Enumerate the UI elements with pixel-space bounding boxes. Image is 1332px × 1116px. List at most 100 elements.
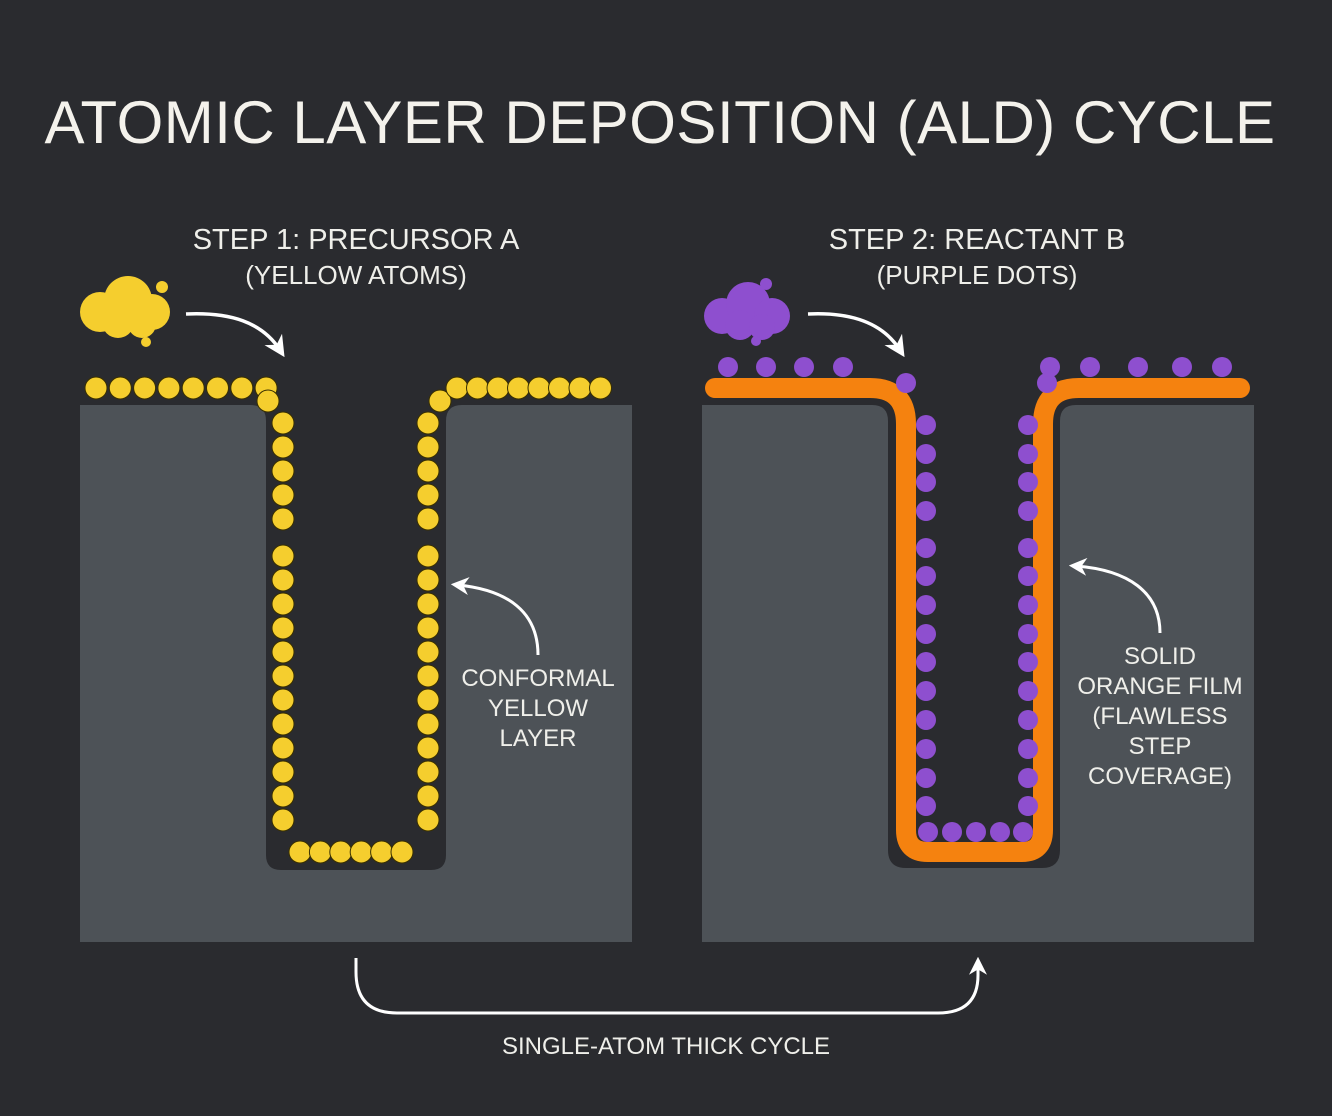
purple-dot <box>1040 357 1060 377</box>
purple-dot <box>918 822 938 842</box>
purple-dot <box>916 415 936 435</box>
yellow-atom <box>271 568 295 592</box>
annotation-conformal-line2: YELLOW <box>488 695 588 722</box>
yellow-atom <box>230 376 254 400</box>
purple-dot <box>1018 538 1038 558</box>
yellow-atom <box>271 592 295 616</box>
purple-dot <box>1080 357 1100 377</box>
yellow-atom <box>271 544 295 568</box>
step2-heading: STEP 2: REACTANT B <box>829 224 1126 256</box>
purple-dot <box>1037 373 1057 393</box>
yellow-atom <box>416 640 440 664</box>
annotation-arrow-right <box>1068 557 1162 634</box>
yellow-atom <box>416 736 440 760</box>
yellow-atom <box>416 616 440 640</box>
purple-dot <box>1212 357 1232 377</box>
purple-dot <box>916 796 936 816</box>
yellow-atom <box>416 568 440 592</box>
purple-dot <box>916 739 936 759</box>
yellow-atom <box>589 376 612 400</box>
purple-dot <box>916 768 936 788</box>
yellow-atom <box>181 376 205 400</box>
purple-dot <box>1018 444 1038 464</box>
step1-panel: STEP 1: PRECURSOR A (YELLOW ATOMS) CONFO… <box>80 224 632 942</box>
step2-subheading: (PURPLE DOTS) <box>877 260 1078 290</box>
purple-dot <box>1018 768 1038 788</box>
purple-dot <box>916 595 936 615</box>
purple-dot <box>1018 681 1038 701</box>
yellow-atom <box>416 411 440 435</box>
purple-dot <box>916 501 936 521</box>
annotation-conformal-line1: CONFORMAL <box>461 665 614 692</box>
yellow-atom <box>428 389 452 413</box>
yellow-atom <box>390 840 414 864</box>
purple-dot <box>1013 822 1033 842</box>
annotation-conformal-line3: LAYER <box>500 725 577 752</box>
yellow-atom <box>271 784 295 808</box>
purple-dot <box>756 357 776 377</box>
yellow-atom-layer <box>84 376 612 864</box>
yellow-atom <box>271 616 295 640</box>
yellow-atom <box>271 736 295 760</box>
yellow-atom <box>271 808 295 832</box>
yellow-atom <box>288 840 312 864</box>
purple-dot <box>1018 472 1038 492</box>
substrate-block-right <box>702 405 1254 942</box>
purple-dot <box>794 357 814 377</box>
purple-dot <box>1018 415 1038 435</box>
yellow-atom <box>416 760 440 784</box>
deposit-arrow-left <box>185 312 285 358</box>
yellow-atom <box>329 840 353 864</box>
annotation-film-line4: STEP <box>1129 733 1192 760</box>
yellow-atom <box>548 376 571 400</box>
purple-dot <box>1018 739 1038 759</box>
orange-film <box>705 378 1250 862</box>
yellow-atom <box>308 840 332 864</box>
purple-cloud-icon <box>704 278 790 346</box>
purple-dot <box>916 472 936 492</box>
yellow-atom <box>416 544 440 568</box>
yellow-atom <box>271 688 295 712</box>
step1-heading: STEP 1: PRECURSOR A <box>193 224 520 256</box>
step1-subheading: (YELLOW ATOMS) <box>245 260 467 290</box>
purple-dot <box>896 373 916 393</box>
purple-dot <box>1018 710 1038 730</box>
purple-dot <box>1172 357 1192 377</box>
purple-dot <box>916 652 936 672</box>
annotation-film-line1: SOLID <box>1124 643 1196 670</box>
purple-dot <box>718 357 738 377</box>
yellow-atom <box>416 808 440 832</box>
yellow-atom <box>416 592 440 616</box>
yellow-atom <box>466 376 489 400</box>
purple-dot <box>942 822 962 842</box>
purple-dot <box>1018 501 1038 521</box>
yellow-atom <box>271 411 295 435</box>
annotation-arrow-left <box>450 577 540 656</box>
purple-dot <box>1018 624 1038 644</box>
yellow-atom <box>133 376 157 400</box>
yellow-atom <box>157 376 181 400</box>
cycle-label: SINGLE-ATOM THICK CYCLE <box>502 1033 830 1060</box>
yellow-atom <box>445 376 469 400</box>
yellow-atom <box>271 507 295 531</box>
purple-dot <box>916 681 936 701</box>
diagram-title: ATOMIC LAYER DEPOSITION (ALD) CYCLE <box>44 89 1275 156</box>
annotation-film-line2: ORANGE FILM <box>1077 673 1242 700</box>
yellow-atom <box>507 376 530 400</box>
yellow-atom <box>568 376 592 400</box>
yellow-atom <box>416 712 440 736</box>
yellow-atom <box>416 784 440 808</box>
purple-dot <box>1128 357 1148 377</box>
purple-dot <box>1018 652 1038 672</box>
purple-dot <box>916 624 936 644</box>
purple-dot-layer <box>718 357 1232 842</box>
purple-dot <box>966 822 986 842</box>
yellow-atom <box>271 435 295 459</box>
annotation-film-line5: COVERAGE) <box>1088 763 1232 790</box>
yellow-atom <box>486 376 510 400</box>
yellow-atom <box>370 840 394 864</box>
purple-dot <box>916 566 936 586</box>
purple-dot <box>1018 796 1038 816</box>
purple-dot <box>1018 566 1038 586</box>
